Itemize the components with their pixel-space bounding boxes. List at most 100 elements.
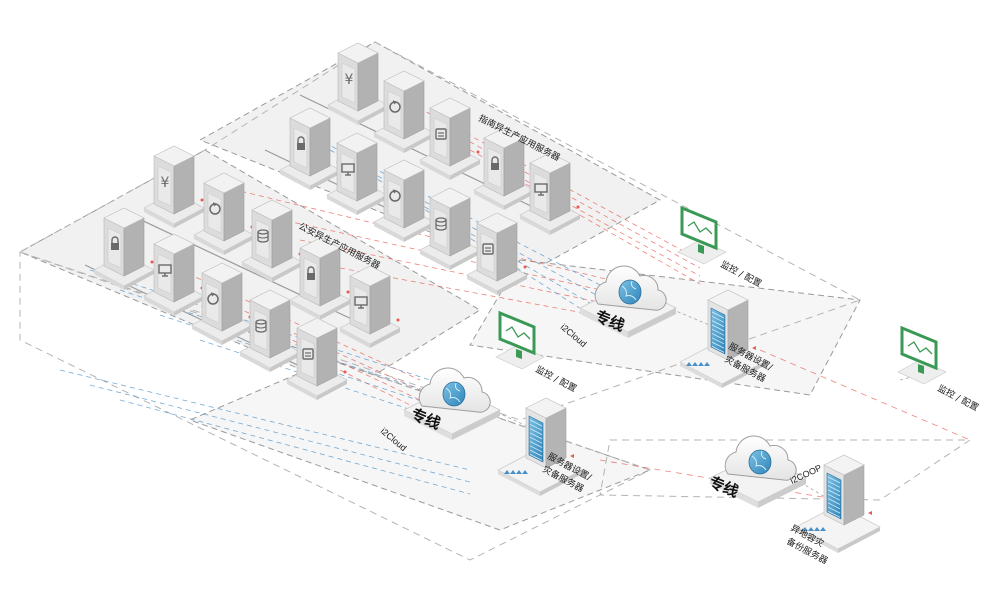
- lock-icon: [111, 236, 119, 250]
- cloud-node: [709, 435, 807, 508]
- site-devices-layer: [403, 205, 947, 553]
- server-tower: [286, 317, 348, 400]
- drive-icon: [435, 128, 447, 140]
- server-tower: [279, 107, 341, 190]
- database-icon: [255, 319, 267, 333]
- status-dot: [576, 205, 580, 209]
- server-tower: [326, 132, 388, 215]
- zone-connect-strip: [599, 439, 972, 501]
- server-tower: ¥: [143, 145, 205, 228]
- site-to-remote-link: [759, 349, 971, 441]
- blue-data-link: [89, 384, 471, 483]
- rack-server: [795, 454, 881, 553]
- lock-icon: [307, 266, 315, 280]
- red-data-link: [469, 149, 701, 277]
- monitor-graph: [505, 326, 531, 340]
- remote-monitor-label: 监控 / 配置: [936, 382, 981, 414]
- signal-mark: [686, 362, 692, 366]
- rack-server: [497, 397, 583, 496]
- sync-icon: [209, 202, 221, 215]
- yen-icon: ¥: [161, 175, 170, 191]
- signal-mark: [820, 527, 826, 531]
- yen-icon: ¥: [345, 72, 354, 88]
- server-tower: [241, 199, 303, 282]
- signal-mark: [510, 470, 516, 474]
- sync-icon: [207, 292, 219, 305]
- cloud-to-rack-link: [649, 299, 741, 339]
- blue-data-link: [59, 369, 471, 471]
- blue-data-link: [89, 269, 431, 381]
- signal-mark: [802, 527, 808, 531]
- zone-outer-upper: [18, 41, 862, 421]
- cloud-node: [579, 265, 677, 338]
- globe-icon: [618, 279, 642, 305]
- drive-icon: [482, 243, 494, 255]
- server-tower: [193, 172, 255, 255]
- monitor-screen: [900, 325, 938, 371]
- monitor-icon: [677, 205, 727, 265]
- lock-icon: [491, 156, 499, 170]
- signal-mark: [504, 470, 510, 474]
- server-tower: [239, 289, 301, 372]
- monitor-icon: [158, 264, 172, 277]
- server-tower: [373, 159, 435, 242]
- zone-lower-site: [188, 359, 652, 531]
- monitor-icon: [341, 163, 355, 176]
- signal-mark: [522, 470, 528, 474]
- status-dot: [343, 370, 347, 374]
- status-dot: [396, 318, 400, 322]
- monitor-screen: [498, 310, 536, 356]
- globe-icon: [442, 381, 466, 407]
- red-data-link: [179, 269, 421, 381]
- status-dot: [200, 198, 204, 202]
- server-tower: [93, 207, 155, 290]
- signal-mark: [692, 362, 698, 366]
- monitor-screen: [680, 205, 718, 251]
- red-data-link: [259, 214, 611, 293]
- globe-icon: [748, 449, 772, 475]
- server-tower: [419, 97, 481, 180]
- server-tower: [473, 127, 535, 210]
- status-dot: [476, 150, 480, 154]
- database-icon: [435, 217, 447, 231]
- monitor-icon: [354, 296, 368, 309]
- red-data-link: [339, 267, 601, 317]
- cloud-node: [403, 367, 501, 440]
- signal-mark: [808, 527, 814, 531]
- server-tower: ¥: [327, 42, 389, 125]
- status-dot: [150, 260, 154, 264]
- signal-mark: [814, 527, 820, 531]
- server-tower: [191, 262, 253, 345]
- status-dot: [523, 265, 527, 269]
- server-tower: [373, 70, 435, 153]
- server-tower: [339, 265, 401, 348]
- status-dot: [346, 290, 350, 294]
- zone-servers-layer: ¥¥: [93, 42, 581, 400]
- sync-icon: [389, 100, 401, 113]
- monitor-icon: [495, 310, 545, 370]
- svg-text:¥: ¥: [345, 72, 354, 88]
- database-icon: [257, 229, 269, 243]
- lock-icon: [297, 136, 305, 150]
- monitor-icon: [897, 325, 947, 385]
- cloud-to-rack-link: [779, 469, 831, 501]
- signal-mark: [516, 470, 522, 474]
- monitor-icon: [534, 183, 548, 196]
- signal-mark: [698, 362, 704, 366]
- red-data-link: [214, 184, 611, 281]
- drive-icon: [302, 348, 314, 360]
- server-tower: [519, 152, 581, 235]
- server-tower: [466, 212, 528, 295]
- rack-server: [679, 289, 765, 388]
- signal-mark: [704, 362, 710, 366]
- server-tower: [419, 187, 481, 270]
- monitor-graph: [687, 221, 713, 235]
- svg-text:¥: ¥: [161, 175, 170, 191]
- server-tower: [143, 233, 205, 316]
- monitor-graph: [907, 341, 933, 355]
- lower-monitor-label: 监控 / 配置: [534, 363, 579, 395]
- sync-icon: [389, 189, 401, 202]
- blue-data-link: [119, 399, 471, 495]
